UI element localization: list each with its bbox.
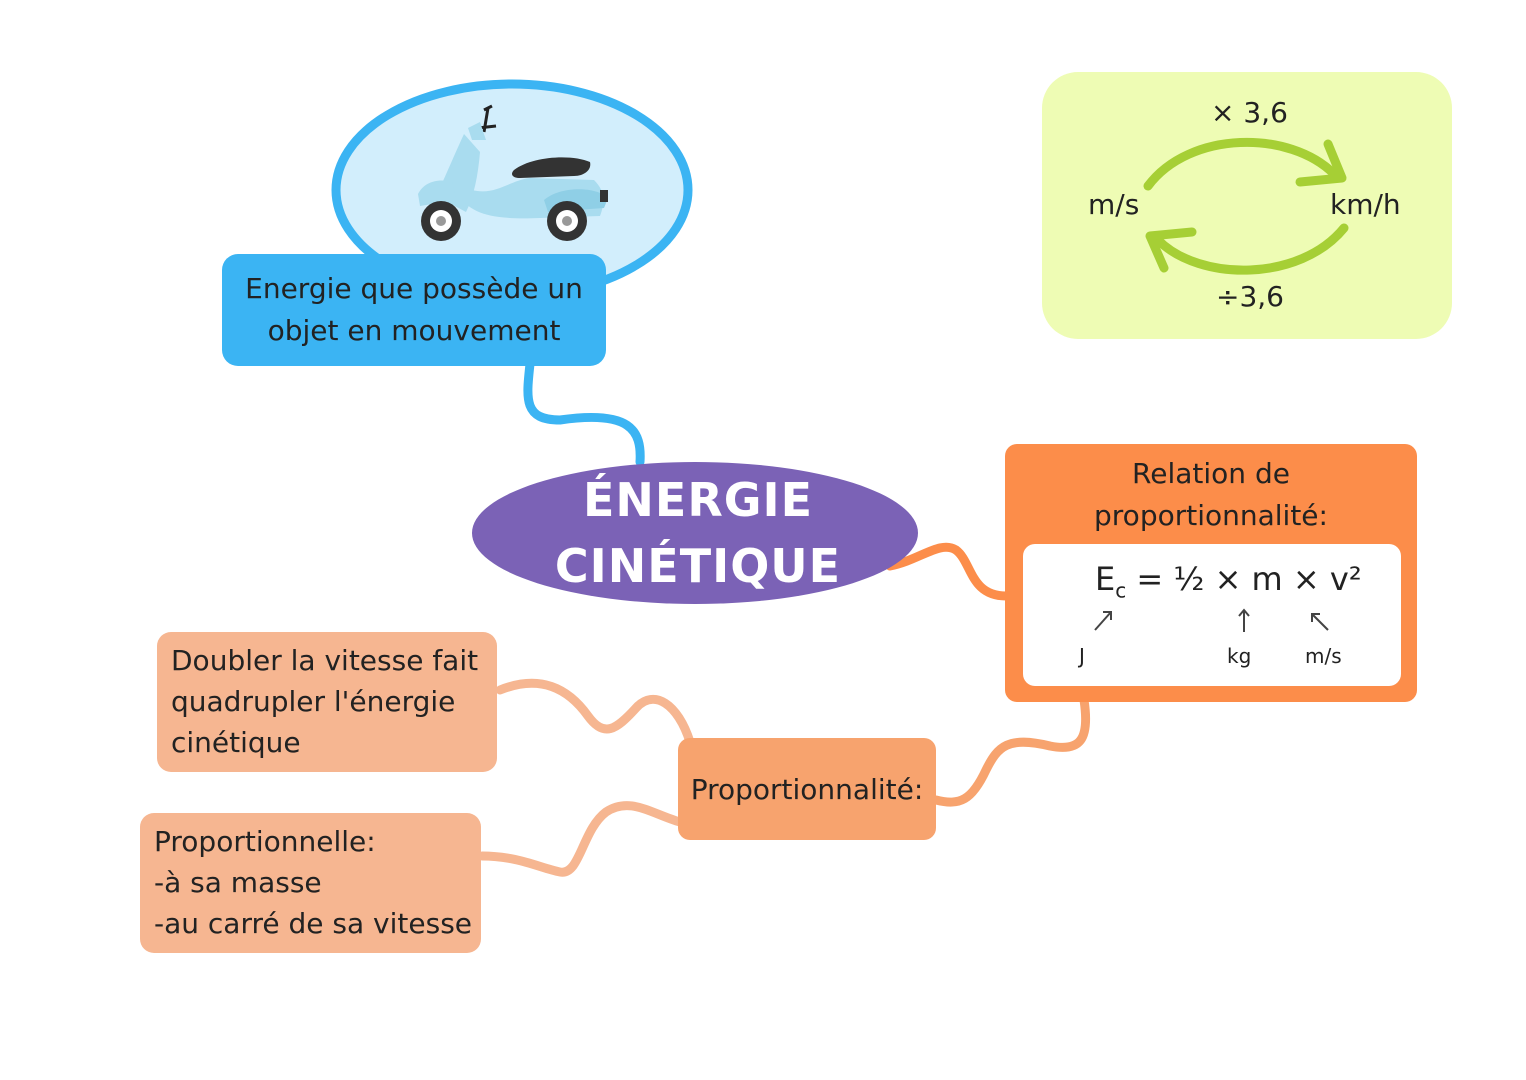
connector-hub — [931, 695, 1091, 807]
mass-line-2: -à sa masse — [154, 866, 322, 899]
unit-kilogram: kg — [1227, 644, 1252, 668]
formula-subscript: c — [1115, 578, 1127, 603]
doubling-line-2: quadrupler l'énergie — [171, 685, 456, 718]
mass-line-3: -au carré de sa vitesse — [154, 907, 473, 940]
relation-node: Relation de proportionnalité: Ec = ½ × m… — [1005, 444, 1417, 702]
divide-label: ÷3,6 — [1216, 280, 1284, 313]
formula-box: Ec = ½ × m × v² J kg m/s — [1023, 544, 1401, 686]
kinetic-energy-formula: Ec = ½ × m × v² — [1095, 560, 1362, 602]
doubling-line-1: Doubler la vitesse fait — [171, 644, 479, 677]
mass-line-1: Proportionnelle: — [154, 825, 376, 858]
central-topic: ÉNERGIE CINÉTIQUE — [472, 462, 918, 604]
formula-rest: = ½ × m × v² — [1126, 560, 1362, 598]
definition-line-1: Energie que possède un — [245, 272, 583, 305]
relation-title: Relation de proportionnalité: — [1005, 453, 1417, 537]
connector-relation — [885, 542, 1011, 601]
unit-speed: m/s — [1305, 644, 1342, 668]
convert-arrow-icon — [1042, 72, 1452, 339]
central-topic-line-1: ÉNERGIE — [582, 473, 814, 527]
relation-title-line-2: proportionnalité: — [1094, 499, 1328, 532]
doubling-line-3: cinétique — [171, 726, 301, 759]
doubling-speed-node: Doubler la vitesse fait quadrupler l'éne… — [157, 632, 497, 772]
connector-mass — [477, 801, 685, 877]
small-arrow-icon — [1094, 608, 1329, 632]
scooter-icon — [418, 104, 608, 241]
definition-line-2: objet en mouvement — [267, 314, 561, 347]
proportional-mass-node: Proportionnelle: -à sa masse -au carré d… — [140, 813, 481, 953]
unit-ms-label: m/s — [1088, 188, 1140, 221]
proportionality-hub: Proportionnalité: — [678, 738, 936, 840]
relation-title-line-1: Relation de — [1132, 457, 1290, 490]
unit-joule: J — [1079, 644, 1085, 668]
multiply-label: × 3,6 — [1211, 96, 1288, 129]
unit-kmh-label: km/h — [1330, 188, 1401, 221]
formula-base: E — [1095, 560, 1116, 598]
central-topic-line-2: CINÉTIQUE — [554, 539, 842, 593]
definition-node: Energie que possède un objet en mouvemen… — [222, 254, 606, 366]
connector-definition — [523, 359, 645, 467]
connector-doubling — [495, 678, 695, 747]
